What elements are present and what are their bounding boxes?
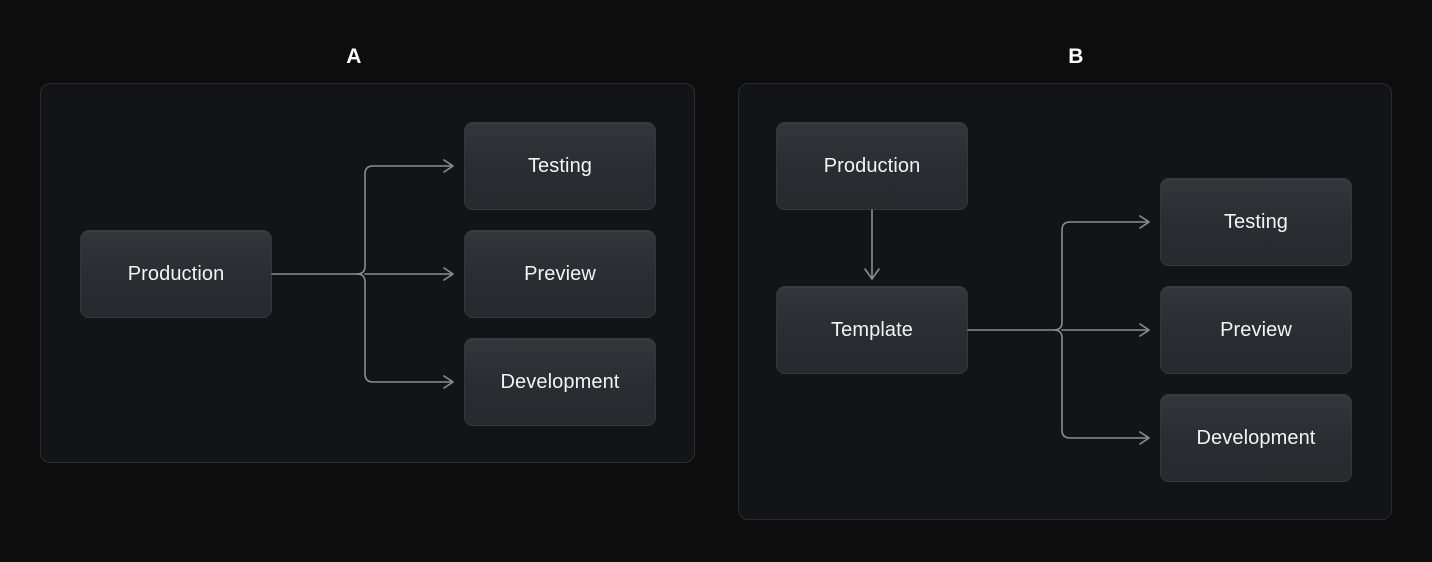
node-label: Testing [1223,210,1289,233]
node-b-template[interactable]: Template [776,286,968,374]
node-label: Template [831,318,913,341]
node-label: Preview [524,262,596,285]
node-b-production[interactable]: Production [776,122,968,210]
node-label: Production [823,154,921,177]
node-a-preview[interactable]: Preview [464,230,656,318]
node-a-development[interactable]: Development [464,338,656,426]
node-label: Preview [1220,318,1292,341]
node-label: Development [1196,426,1316,449]
node-a-production[interactable]: Production [80,230,272,318]
panel-b-label: B [1068,45,1084,68]
panel-a-label: A [346,45,362,68]
node-a-testing[interactable]: Testing [464,122,656,210]
node-label: Production [127,262,225,285]
node-b-preview[interactable]: Preview [1160,286,1352,374]
node-label: Development [500,370,620,393]
node-label: Testing [527,154,593,177]
node-b-development[interactable]: Development [1160,394,1352,482]
node-b-testing[interactable]: Testing [1160,178,1352,266]
